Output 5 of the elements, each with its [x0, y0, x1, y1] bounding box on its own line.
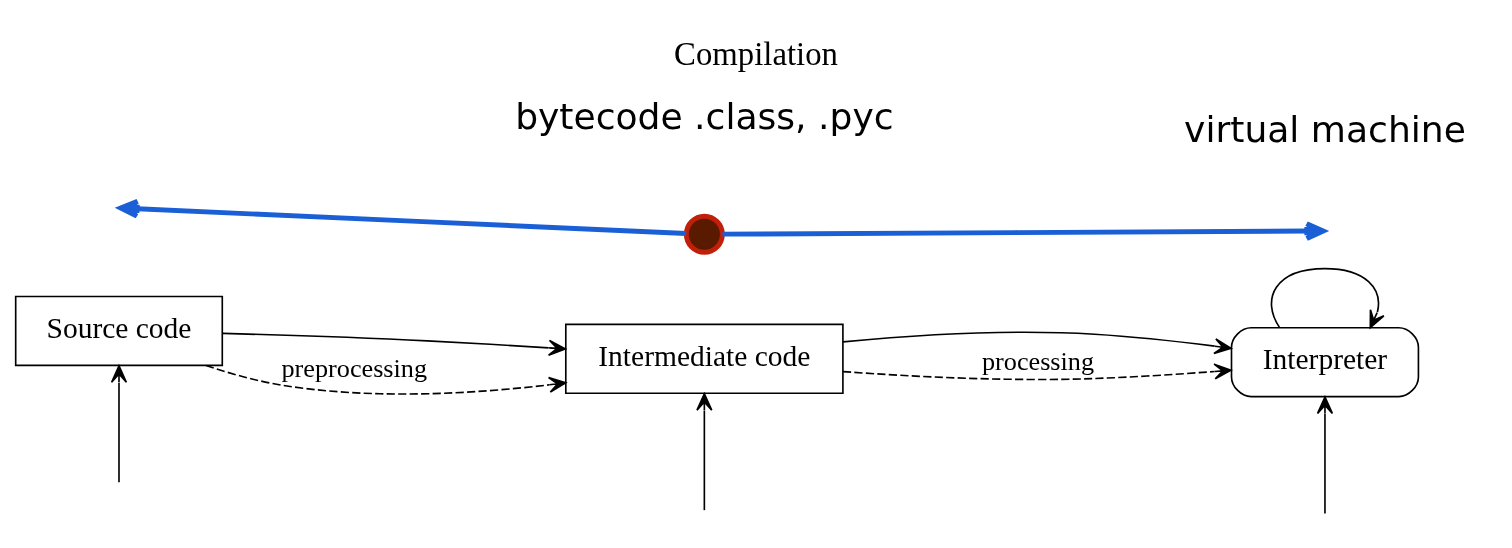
label: virtual machine: [1184, 108, 1466, 151]
edge-label: preprocessing: [281, 353, 428, 383]
diagram-title: Compilation: [674, 36, 838, 73]
edge-label: processing: [981, 347, 1095, 376]
label: bytecode .class, .pyc: [515, 95, 894, 138]
